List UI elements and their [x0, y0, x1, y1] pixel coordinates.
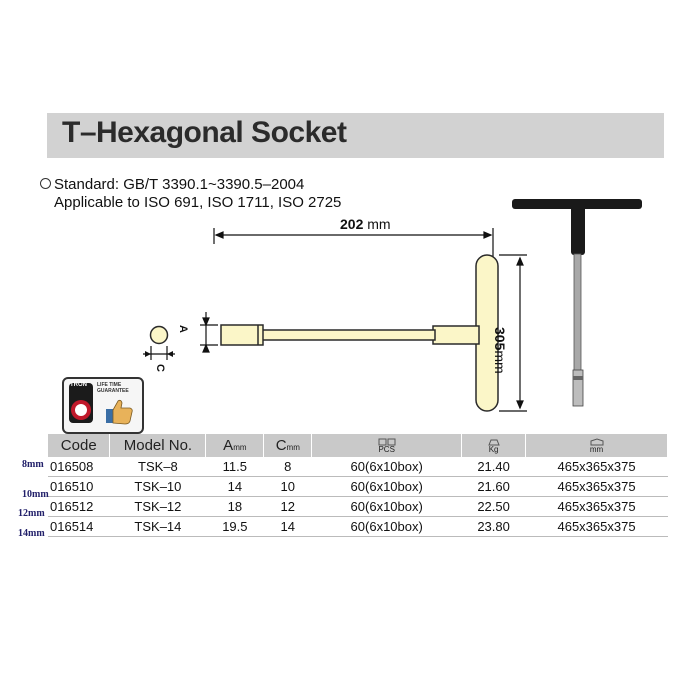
cell-dims: 465x365x375 [525, 476, 668, 497]
width-value: 202 [340, 216, 364, 232]
size-label: 14mm [18, 528, 45, 539]
col-kg: Kg [461, 434, 527, 457]
cell-a: 14 [205, 476, 264, 497]
cell-code: 016508 [48, 457, 110, 477]
standard-text: Standard: GB/T 3390.1~3390.5–2004 [54, 176, 305, 193]
logo-brand: TRON [70, 382, 87, 388]
applicable-line: Applicable to ISO 691, ISO 1711, ISO 272… [54, 194, 342, 211]
cell-dims: 465x365x375 [525, 457, 668, 477]
cell-c: 10 [263, 476, 312, 497]
cell-pcs: 60(6x10box) [311, 516, 462, 537]
cell-pcs: 60(6x10box) [311, 457, 462, 477]
width-unit: mm [367, 216, 391, 232]
width-dimension-label: 202 mm [340, 216, 391, 232]
cell-kg: 23.80 [461, 516, 526, 537]
cell-code: 016510 [48, 476, 110, 497]
col-c: Cmm [263, 434, 313, 457]
guarantee-seal-icon [69, 383, 93, 423]
col-model: Model No. [109, 434, 207, 457]
a-dimension [200, 312, 218, 353]
table-row: 016508 TSK–8 11.5 8 60(6x10box) 21.40 46… [48, 457, 668, 477]
cell-kg: 21.60 [461, 476, 526, 497]
size-label: 12mm [18, 508, 45, 519]
size-label: 10mm [22, 489, 49, 500]
cell-c: 12 [263, 496, 312, 517]
cell-model: TSK–8 [109, 457, 206, 477]
boxes-icon [378, 438, 396, 445]
t-wrench-photo [512, 199, 642, 407]
cell-a: 19.5 [205, 516, 264, 537]
cell-code: 016514 [48, 516, 110, 537]
carton-icon [590, 437, 604, 445]
table-row: 016512 TSK–12 18 12 60(6x10box) 22.50 46… [48, 496, 668, 517]
col-pcs: PCS [311, 434, 463, 457]
table-row: 016510 TSK–10 14 10 60(6x10box) 21.60 46… [48, 476, 668, 497]
col-code: Code [48, 434, 111, 457]
cell-model: TSK–14 [109, 516, 206, 537]
bullet-circle-icon [40, 178, 51, 189]
cell-c: 8 [263, 457, 312, 477]
cell-model: TSK–10 [109, 476, 206, 497]
cell-kg: 22.50 [461, 496, 526, 517]
cell-c: 14 [263, 516, 312, 537]
col-a: Amm [205, 434, 265, 457]
table-row: 016514 TSK–14 19.5 14 60(6x10box) 23.80 … [48, 516, 668, 537]
cell-pcs: 60(6x10box) [311, 476, 462, 497]
page-title: T–Hexagonal Socket [62, 116, 347, 149]
cell-kg: 21.40 [461, 457, 526, 477]
socket-end-view [143, 325, 175, 360]
cell-a: 18 [205, 496, 264, 517]
cell-a: 11.5 [205, 457, 264, 477]
width-dimension [213, 228, 494, 264]
spec-table: Code Model No. Amm Cmm PCS Kg mm 016508 … [48, 434, 668, 537]
label-c: C [154, 364, 166, 372]
label-a: A [177, 325, 189, 333]
cell-dims: 465x365x375 [525, 516, 668, 537]
height-dimension-label: 305mm [492, 327, 508, 374]
height-unit: mm [492, 350, 508, 374]
standard-line: Standard: GB/T 3390.1~3390.5–2004 [40, 176, 304, 193]
size-label: 8mm [22, 459, 44, 470]
t-handle-outline [220, 254, 499, 412]
cell-code: 016512 [48, 496, 110, 517]
cell-dims: 465x365x375 [525, 496, 668, 517]
col-dims: mm [525, 434, 668, 457]
cell-pcs: 60(6x10box) [311, 496, 462, 517]
thumbs-up-icon [106, 399, 133, 425]
cell-model: TSK–12 [109, 496, 206, 517]
height-dimension [499, 254, 527, 412]
title-bar [47, 113, 664, 158]
weight-icon [487, 439, 500, 445]
height-value: 305 [492, 327, 508, 351]
table-header-row: Code Model No. Amm Cmm PCS Kg mm [48, 434, 668, 457]
